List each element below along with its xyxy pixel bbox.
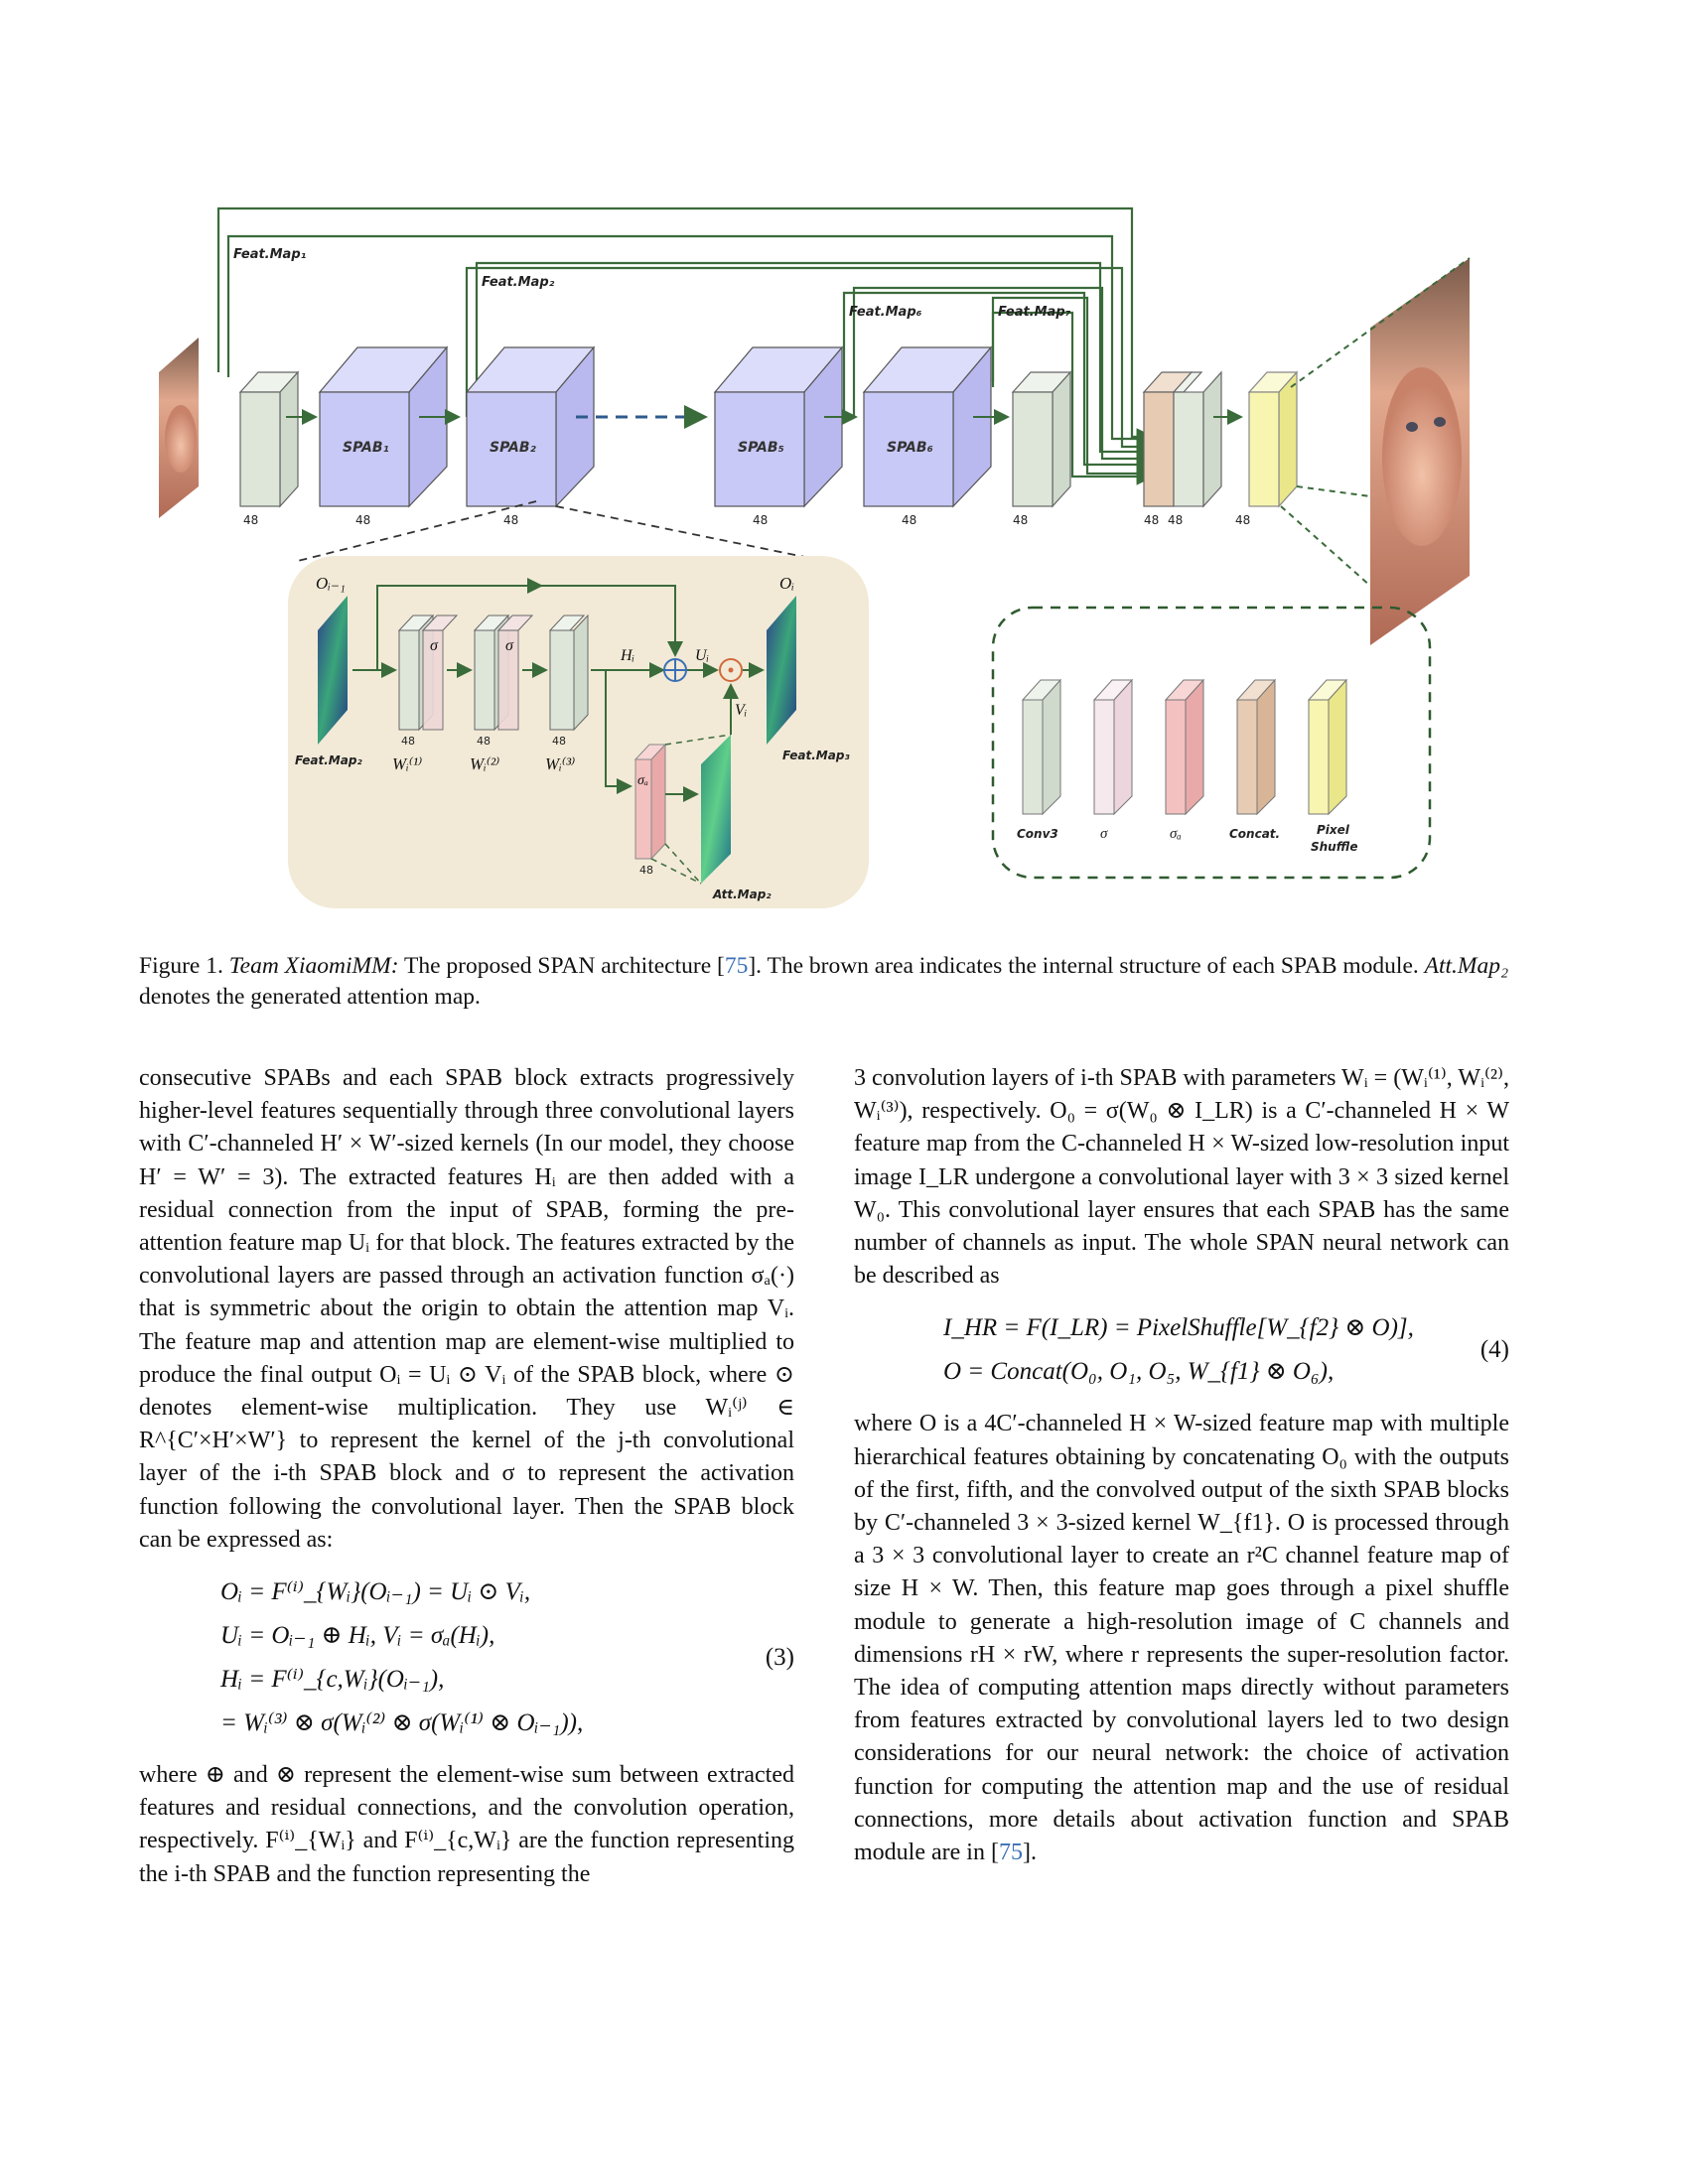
legend-pixel: Pixel [1317, 823, 1350, 837]
v-label: Vᵢ [735, 702, 747, 719]
o-prev-label: Oᵢ₋₁ [316, 574, 346, 593]
spab-1 [318, 345, 449, 508]
legend-sigma-a: σₐ [1170, 826, 1182, 842]
channel-label: 48 [503, 513, 518, 527]
legend-shuffle: Shuffle [1311, 840, 1358, 854]
output-feature-map [767, 596, 796, 745]
span-architecture-diagram: Feat.Map₁ Feat.Map₂ Feat.Map₆ Feat.Map₇ [159, 206, 1471, 908]
figure-caption: Figure 1. Team XiaomiMM: The proposed SP… [139, 951, 1509, 1013]
caption-prefix: Figure 1. [139, 953, 229, 979]
caption-attmap: Att.Map₂ [1424, 953, 1509, 979]
channel-label: 48 [355, 513, 370, 527]
channel-labels: 48 48 48 48 48 48 48 48 48 [243, 513, 1250, 527]
zoom-line-right [555, 505, 825, 562]
attention-map [701, 735, 731, 884]
equation-3: Oᵢ = F⁽ⁱ⁾_{Wᵢ}(Oᵢ₋₁) = Uᵢ ⊙ Vᵢ, Uᵢ = Oᵢ₋… [139, 1570, 794, 1745]
att-map-label: Att.Map₂ [712, 887, 772, 901]
spab-inset-panel [288, 556, 869, 908]
feat-map-6-label: Feat.Map₆ [849, 305, 922, 320]
u-label: Uᵢ [695, 647, 709, 664]
legend-sigma: σ [1100, 826, 1108, 842]
right-paragraph-2: where O is a 4C′-channeled H × W-sized f… [854, 1408, 1509, 1869]
h-label: Hᵢ [620, 647, 634, 664]
right-paragraph-2-text: where O is a 4C′-channeled H × W-sized f… [854, 1411, 1509, 1866]
right-column: 3 convolution layers of i-th SPAB with p… [854, 1062, 1509, 1869]
channel-label: 48 [1235, 513, 1250, 527]
right-paragraph-1: 3 convolution layers of i-th SPAB with p… [854, 1065, 1509, 1290]
spab-blocks [318, 345, 993, 508]
w2-label: Wᵢ⁽²⁾ [470, 754, 499, 773]
caption-text-b: ]. The brown area indicates the internal… [748, 953, 1425, 979]
feat-map-2-label: Feat.Map₂ [482, 275, 555, 290]
eq3-number: (3) [765, 1644, 794, 1672]
spab-5 [713, 345, 844, 508]
w1-label: Wᵢ⁽¹⁾ [392, 754, 422, 773]
legend-conv3: Conv3 [1017, 827, 1058, 841]
caption-team: Team XiaomiMM: [228, 953, 399, 979]
spab-2-label: SPAB₂ [490, 440, 537, 456]
spab-2 [465, 345, 596, 508]
left-paragraph-2: where ⊕ and ⊗ represent the element-wise… [139, 1762, 794, 1887]
channel-label: 48 [1168, 513, 1183, 527]
conv-block-first [238, 370, 300, 508]
channel-label: 48 [401, 735, 415, 748]
caption-text-c: denotes the generated attention map. [139, 984, 481, 1010]
right-paragraph-2-end: ]. [1022, 1840, 1037, 1866]
channel-label: 48 [639, 864, 653, 877]
sigma-a-label: σₐ [637, 773, 648, 788]
channel-label: 48 [1144, 513, 1159, 527]
output-image [1370, 258, 1470, 645]
caption-ref-link[interactable]: 75 [724, 953, 749, 979]
eq3-line: Oᵢ = F⁽ⁱ⁾_{Wᵢ}(Oᵢ₋₁) = Uᵢ ⊙ Vᵢ, [220, 1578, 531, 1606]
channel-label: 48 [243, 513, 258, 527]
legend: Conv3 σ σₐ Concat. Pixel Shuffle [991, 606, 1432, 880]
concat-block [1142, 370, 1222, 508]
dashed-line [1290, 257, 1471, 388]
conv-block-last [1011, 370, 1072, 508]
channel-label: 48 [753, 513, 768, 527]
left-column: consecutive SPABs and each SPAB block ex… [139, 1062, 794, 1891]
channel-label: 48 [902, 513, 916, 527]
ref-link[interactable]: 75 [998, 1840, 1023, 1866]
eq3-line: = Wᵢ⁽³⁾ ⊗ σ(Wᵢ⁽²⁾ ⊗ σ(Wᵢ⁽¹⁾ ⊗ Oᵢ₋₁)), [220, 1709, 584, 1737]
inset-feat-in-label: Feat.Map₂ [295, 753, 362, 767]
inset-channel-labels: 48 48 48 48 [401, 735, 653, 877]
feat-map-1-label: Feat.Map₁ [233, 247, 307, 262]
inset-feat-out-label: Feat.Map₃ [782, 749, 850, 762]
feature-map-routes [226, 234, 1155, 485]
eq4-number: (4) [1479, 1336, 1509, 1364]
dashed-line [1280, 505, 1371, 587]
eq3-line: Hᵢ = F⁽ⁱ⁾_{c,Wᵢ}(Oᵢ₋₁), [220, 1666, 445, 1694]
zoom-line-left [297, 500, 537, 562]
legend-concat: Concat. [1229, 827, 1280, 841]
o-out-label: Oᵢ [779, 574, 794, 593]
sigma-2-label: σ [505, 637, 514, 654]
caption-text-a: The proposed SPAN architecture [ [398, 953, 725, 979]
sigma-1-label: σ [430, 637, 439, 654]
spab-5-label: SPAB₅ [738, 440, 784, 456]
pixel-shuffle-block [1247, 370, 1299, 508]
spab-1-label: SPAB₁ [343, 440, 389, 456]
multiply-icon [719, 658, 743, 682]
spab-6-label: SPAB₆ [887, 440, 933, 456]
input-image [159, 338, 199, 518]
input-feature-map [318, 596, 348, 745]
channel-label: 48 [477, 735, 491, 748]
feat-map-7-label: Feat.Map₇ [998, 305, 1071, 320]
figure-1: Feat.Map₁ Feat.Map₂ Feat.Map₆ Feat.Map₇ [139, 179, 1529, 933]
channel-label: 48 [1013, 513, 1028, 527]
eq4-line: I_HR = F(I_LR) = PixelShuffle[W_{f2} ⊗ O… [943, 1314, 1414, 1342]
left-paragraph-1: consecutive SPABs and each SPAB block ex… [139, 1065, 794, 1553]
eq4-line: O = Concat(O₀, O₁, O₅, W_{f1} ⊗ O₆), [943, 1358, 1335, 1386]
channel-label: 48 [552, 735, 566, 748]
dashed-line [1296, 485, 1371, 497]
w3-label: Wᵢ⁽³⁾ [545, 754, 575, 773]
eq3-line: Uᵢ = Oᵢ₋₁ ⊕ Hᵢ, Vᵢ = σₐ(Hᵢ), [220, 1622, 495, 1650]
sum-icon [663, 658, 687, 682]
spab-6 [862, 345, 993, 508]
equation-4: I_HR = F(I_LR) = PixelShuffle[W_{f2} ⊗ O… [854, 1306, 1509, 1394]
